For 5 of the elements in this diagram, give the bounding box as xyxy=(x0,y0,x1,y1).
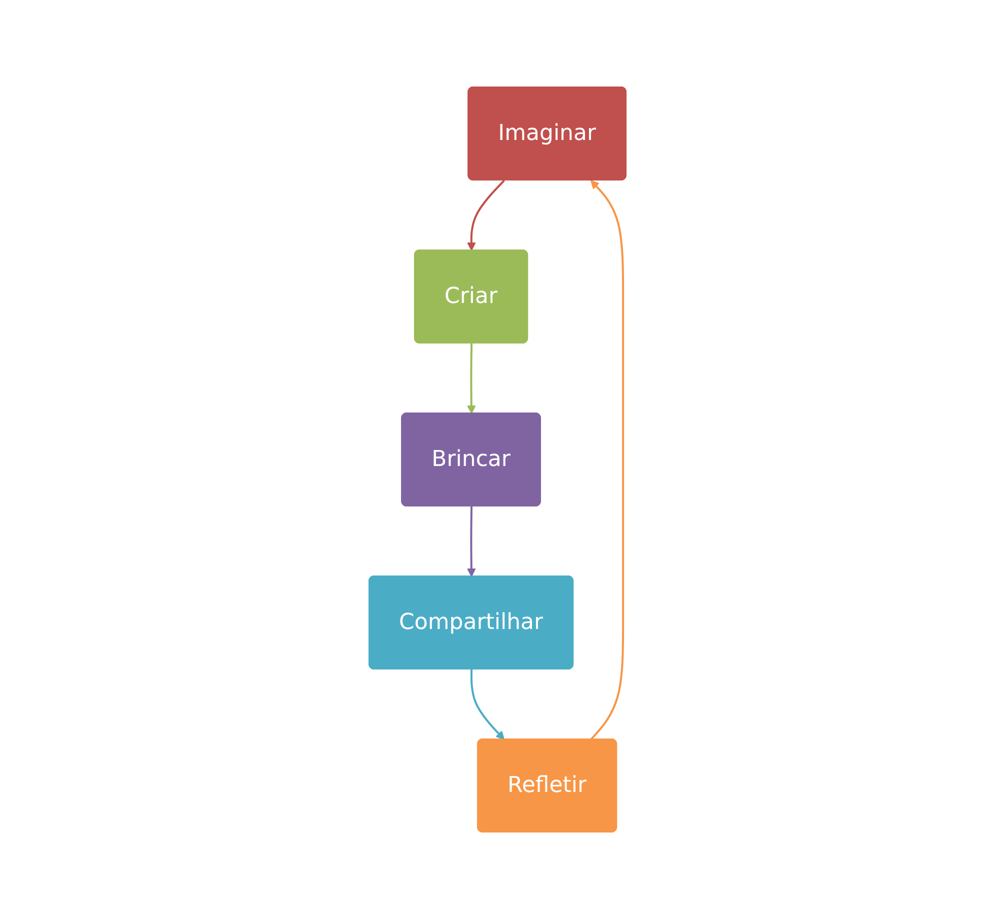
arrow xyxy=(468,180,506,251)
arrow xyxy=(468,343,476,414)
arrow xyxy=(590,180,625,740)
arrow xyxy=(470,669,506,740)
arrow xyxy=(468,506,476,577)
